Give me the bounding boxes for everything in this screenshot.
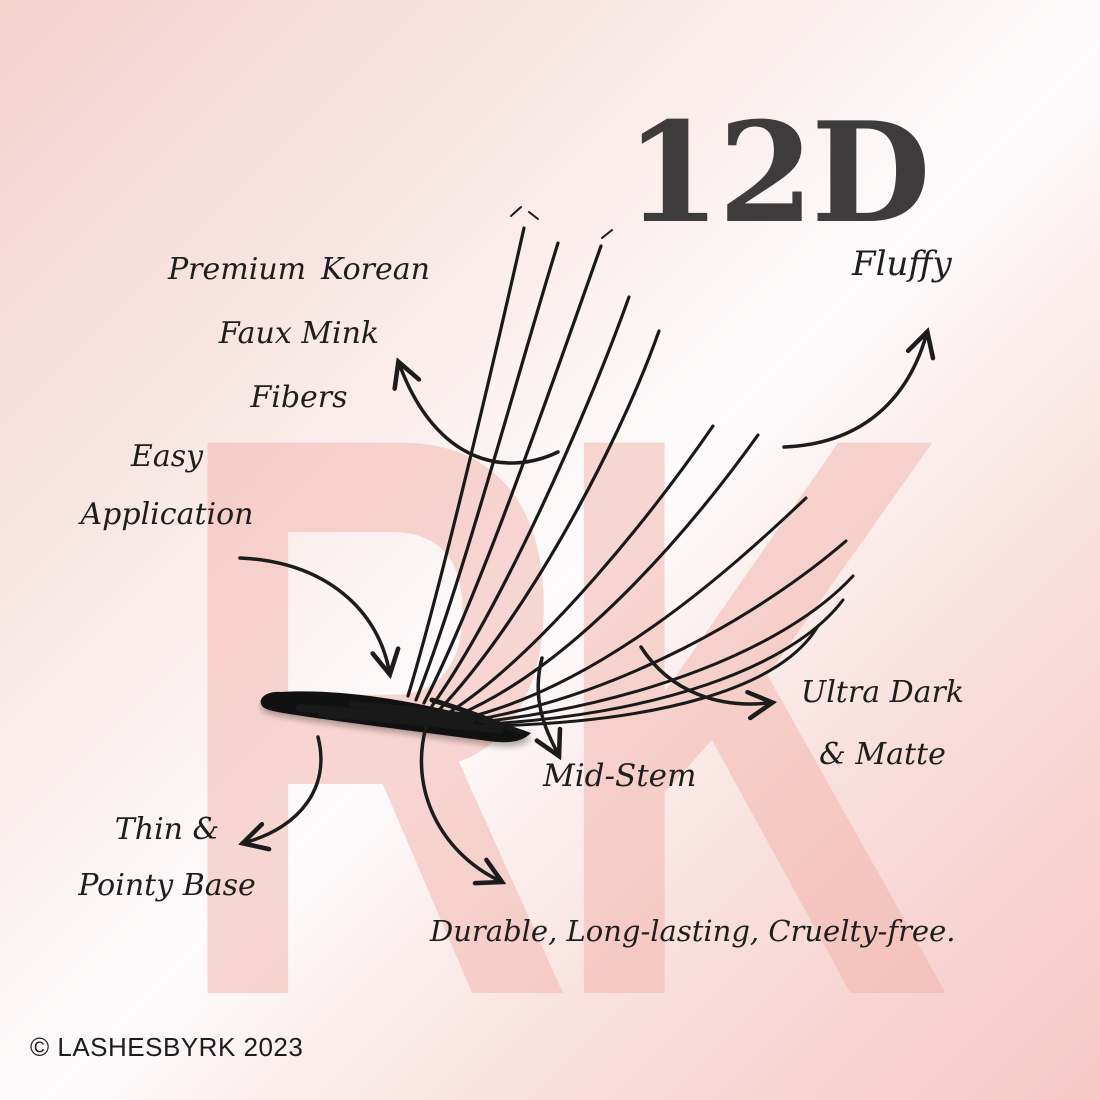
lash-fan bbox=[260, 206, 855, 747]
lash-tip-flick bbox=[510, 206, 522, 217]
lash-stroke bbox=[414, 241, 560, 702]
annotation-arrows bbox=[240, 336, 926, 880]
annotation-thin-pointy-base: Thin & Pointy Base bbox=[58, 802, 276, 914]
annotation-mid-stem: Mid-Stem bbox=[543, 758, 697, 794]
arrow-ultra-dark bbox=[639, 645, 768, 704]
annotation-line: & Matte bbox=[819, 737, 946, 772]
lash-stroke bbox=[456, 433, 760, 717]
annotation-word: Korean bbox=[321, 252, 430, 287]
annotation-line: Ultra Dark bbox=[800, 675, 965, 710]
annotation-line: Easy bbox=[130, 439, 204, 474]
arrow-fluffy bbox=[782, 336, 926, 449]
lash-stroke bbox=[430, 295, 631, 708]
lash-tip-flick bbox=[601, 229, 613, 239]
annotation-line: Pointy Base bbox=[78, 868, 256, 903]
arrow-easy-application bbox=[238, 556, 389, 670]
annotation-line: Premium Korean bbox=[168, 238, 430, 302]
lash-stroke bbox=[472, 539, 848, 722]
lash-tip-flick bbox=[528, 211, 539, 220]
product-title: 12D bbox=[625, 91, 931, 254]
lash-stroke bbox=[422, 244, 603, 705]
annotation-fluffy: Fluffy bbox=[852, 244, 952, 284]
arrow-premium-korean bbox=[400, 366, 560, 465]
arrow-thin-pointy-base bbox=[247, 735, 323, 842]
lash-stroke bbox=[488, 624, 820, 728]
lash-stroke bbox=[406, 226, 526, 698]
arrow-durable bbox=[419, 725, 498, 880]
lash-stroke bbox=[464, 496, 808, 720]
lash-stroke bbox=[448, 424, 715, 714]
annotation-line: Thin & bbox=[114, 812, 220, 847]
annotation-ultra-dark-matte: Ultra Dark & Matte bbox=[780, 662, 985, 786]
annotation-premium-korean: Premium Korean Faux Mink Fibers bbox=[168, 238, 430, 430]
lash-base-strand bbox=[318, 710, 504, 734]
arrow-mid-stem bbox=[538, 656, 557, 752]
annotation-line: Faux Mink Fibers bbox=[218, 316, 380, 415]
copyright-text: © LASHESBYRK 2023 bbox=[30, 1032, 304, 1062]
annotation-word: Premium bbox=[168, 252, 307, 287]
annotation-line: Application bbox=[80, 497, 254, 532]
lash-stroke bbox=[438, 329, 661, 711]
annotation-durable: Durable, Long-lasting, Cruelty-free. bbox=[430, 914, 956, 948]
lash-base-strand bbox=[296, 704, 474, 726]
annotation-easy-application: Easy Application bbox=[72, 428, 262, 544]
